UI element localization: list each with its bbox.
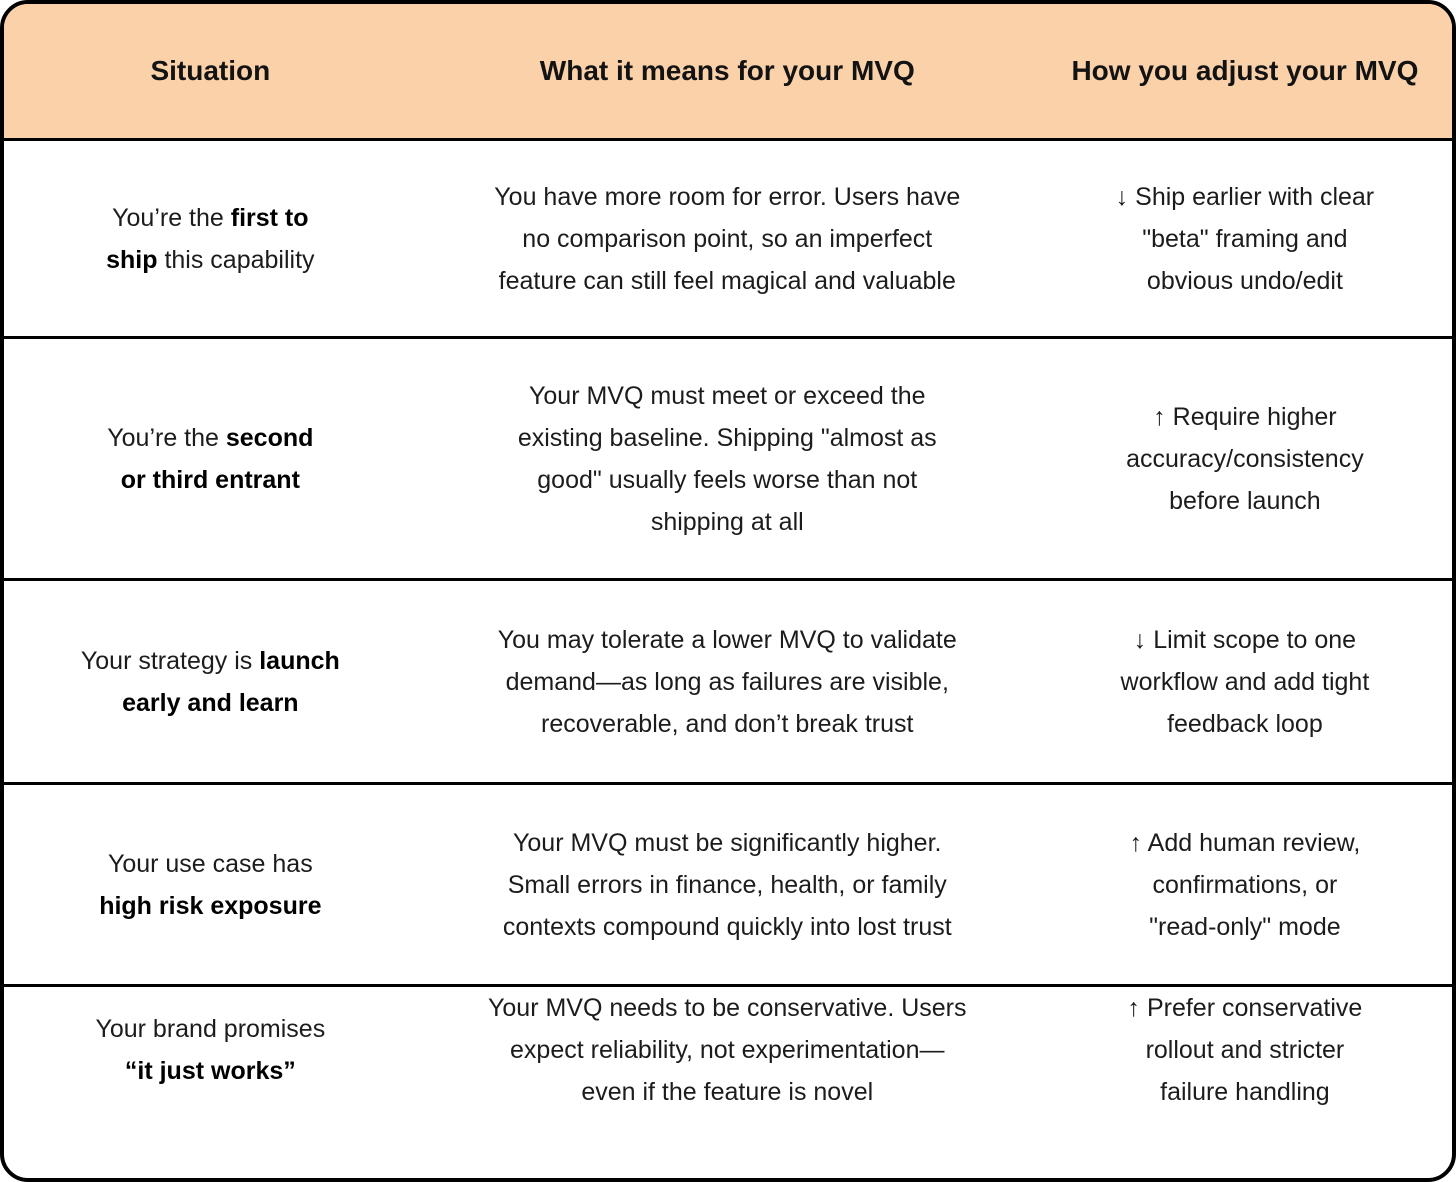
adjustment-cell: ↓ Ship earlier with clear "beta" framing…: [1038, 176, 1452, 302]
adjustment-text: ↑ Require higher accuracy/consistency be…: [1126, 402, 1364, 515]
situation-text: Your brand promises “it just works”: [95, 1015, 326, 1085]
adjustment-cell: ↑ Require higher accuracy/consistency be…: [1038, 396, 1452, 522]
up-arrow-icon: ↑: [1127, 994, 1147, 1022]
meaning-text: You have more room for error. Users have…: [494, 182, 961, 295]
meaning-cell: You have more room for error. Users have…: [417, 176, 1038, 302]
situation-text: You’re the first to ship this capability: [106, 203, 315, 274]
table-row: You’re the first to ship this capability…: [4, 141, 1452, 339]
situation-text: Your use case has high risk exposure: [99, 849, 322, 920]
adjustment-text: ↑ Add human review, confirmations, or "r…: [1129, 828, 1361, 941]
table-row: You’re the second or third entrant Your …: [4, 339, 1452, 581]
adjustment-text: ↓ Limit scope to one workflow and add ti…: [1120, 625, 1370, 738]
up-arrow-icon: ↑: [1153, 402, 1173, 431]
header-cell-situation: Situation: [150, 55, 271, 86]
situation-text: You’re the second or third entrant: [107, 423, 314, 494]
situation-text: Your strategy is launch early and learn: [80, 646, 340, 717]
meaning-cell: Your MVQ must be significantly higher. S…: [417, 822, 1038, 948]
up-arrow-icon: ↑: [1129, 828, 1148, 857]
meaning-text: Your MVQ must meet or exceed the existin…: [517, 381, 937, 536]
situation-cell: You’re the second or third entrant: [4, 417, 417, 501]
situation-cell: You’re the first to ship this capability: [4, 197, 417, 281]
meaning-text: You may tolerate a lower MVQ to validate…: [497, 625, 957, 738]
situation-cell: Your use case has high risk exposure: [4, 843, 417, 927]
down-arrow-icon: ↓: [1115, 182, 1136, 211]
adjustment-text: ↓ Ship earlier with clear "beta" framing…: [1115, 182, 1375, 295]
adjustment-text: ↑ Prefer conservative rollout and strict…: [1127, 994, 1363, 1106]
table-row: Your strategy is launch early and learn …: [4, 581, 1452, 785]
situation-cell: Your brand promises “it just works”: [4, 1008, 417, 1092]
meaning-text: Your MVQ needs to be conservative. Users…: [488, 994, 967, 1106]
table-row: Your brand promises “it just works” Your…: [4, 987, 1452, 1113]
meaning-cell: Your MVQ needs to be conservative. Users…: [417, 987, 1038, 1113]
table-body: You’re the first to ship this capability…: [4, 141, 1452, 1113]
table-row: Your use case has high risk exposure You…: [4, 785, 1452, 987]
table-header-row: Situation What it means for your MVQ How…: [4, 4, 1452, 141]
situation-cell: Your strategy is launch early and learn: [4, 640, 417, 724]
meaning-cell: Your MVQ must meet or exceed the existin…: [417, 375, 1038, 543]
adjustment-cell: ↓ Limit scope to one workflow and add ti…: [1038, 619, 1452, 745]
adjustment-cell: ↑ Prefer conservative rollout and strict…: [1038, 987, 1452, 1113]
adjustment-cell: ↑ Add human review, confirmations, or "r…: [1038, 822, 1452, 948]
meaning-text: Your MVQ must be significantly higher. S…: [502, 828, 952, 941]
down-arrow-icon: ↓: [1133, 625, 1154, 654]
header-cell-adjustment: How you adjust your MVQ: [1071, 55, 1419, 86]
header-cell-meaning: What it means for your MVQ: [539, 55, 915, 86]
meaning-cell: You may tolerate a lower MVQ to validate…: [417, 619, 1038, 745]
